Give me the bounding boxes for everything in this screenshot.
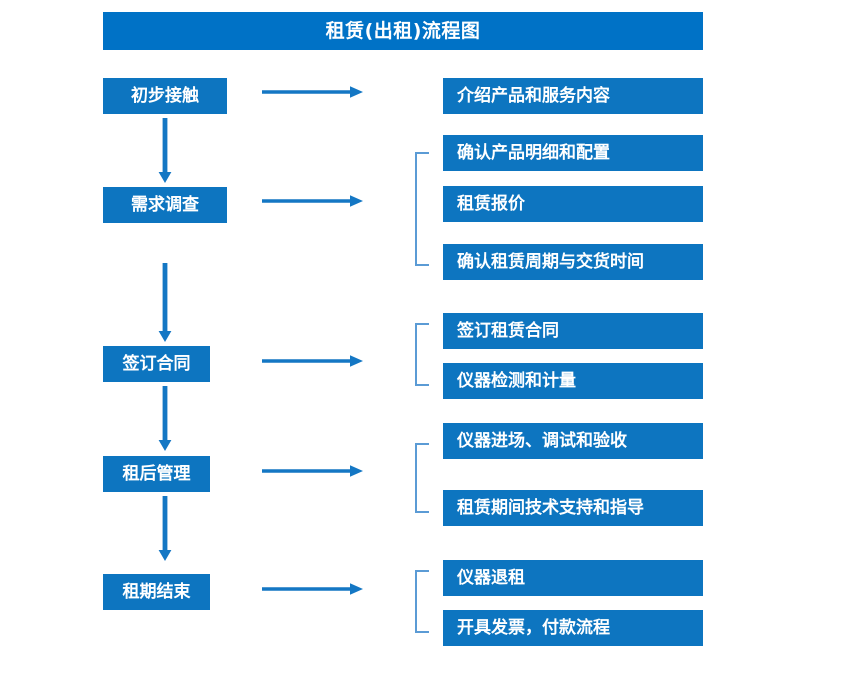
detail-label-2-3: 确认租赁周期与交货时间 [457,251,644,272]
detail-box-2-1[interactable]: 确认产品明细和配置 [443,135,703,171]
group-bracket-3 [414,323,430,386]
down-arrow-icon-4 [158,496,172,562]
detail-box-5-2[interactable]: 开具发票，付款流程 [443,610,703,646]
stage-box-5[interactable]: 租期结束 [103,574,210,610]
detail-box-4-2[interactable]: 租赁期间技术支持和指导 [443,490,703,526]
down-arrow-icon-1 [158,118,172,184]
stage-box-4[interactable]: 租后管理 [103,456,210,492]
stage-label-1: 初步接触 [131,85,199,106]
detail-label-3-1: 签订租赁合同 [457,320,559,341]
detail-label-5-2: 开具发票，付款流程 [457,617,610,638]
arrow-right-icon-4 [262,464,364,478]
detail-label-5-1: 仪器退租 [457,567,525,588]
down-arrow-icon-2 [158,263,172,343]
arrow-right-icon-2 [262,194,364,208]
detail-label-3-2: 仪器检测和计量 [457,370,576,391]
detail-box-3-1[interactable]: 签订租赁合同 [443,313,703,349]
detail-label-2-2: 租赁报价 [457,193,525,214]
detail-box-4-1[interactable]: 仪器进场、调试和验收 [443,423,703,459]
stage-box-1[interactable]: 初步接触 [103,78,227,114]
arrow-right-icon-3 [262,354,364,368]
diagram-title-bar: 租赁(出租)流程图 [103,12,703,50]
arrow-right-icon-1 [262,85,364,99]
stage-label-5: 租期结束 [122,581,191,602]
stage-box-2[interactable]: 需求调查 [103,187,227,223]
stage-label-2: 需求调查 [131,194,199,215]
detail-label-2-1: 确认产品明细和配置 [457,142,610,163]
detail-box-3-2[interactable]: 仪器检测和计量 [443,363,703,399]
group-bracket-2 [414,152,430,266]
arrow-right-icon-5 [262,582,364,596]
detail-box-1-1[interactable]: 介绍产品和服务内容 [443,78,703,114]
down-arrow-icon-3 [158,386,172,452]
detail-box-2-3[interactable]: 确认租赁周期与交货时间 [443,244,703,280]
stage-label-3: 签订合同 [122,353,191,374]
page-title: 租赁(出租)流程图 [325,19,481,42]
stage-label-4: 租后管理 [122,463,191,484]
detail-label-4-1: 仪器进场、调试和验收 [457,430,627,451]
detail-label-1-1: 介绍产品和服务内容 [457,85,610,106]
stage-box-3[interactable]: 签订合同 [103,346,210,382]
detail-box-5-1[interactable]: 仪器退租 [443,560,703,596]
group-bracket-5 [414,570,430,633]
detail-box-2-2[interactable]: 租赁报价 [443,186,703,222]
detail-label-4-2: 租赁期间技术支持和指导 [457,497,644,518]
group-bracket-4 [414,443,430,513]
